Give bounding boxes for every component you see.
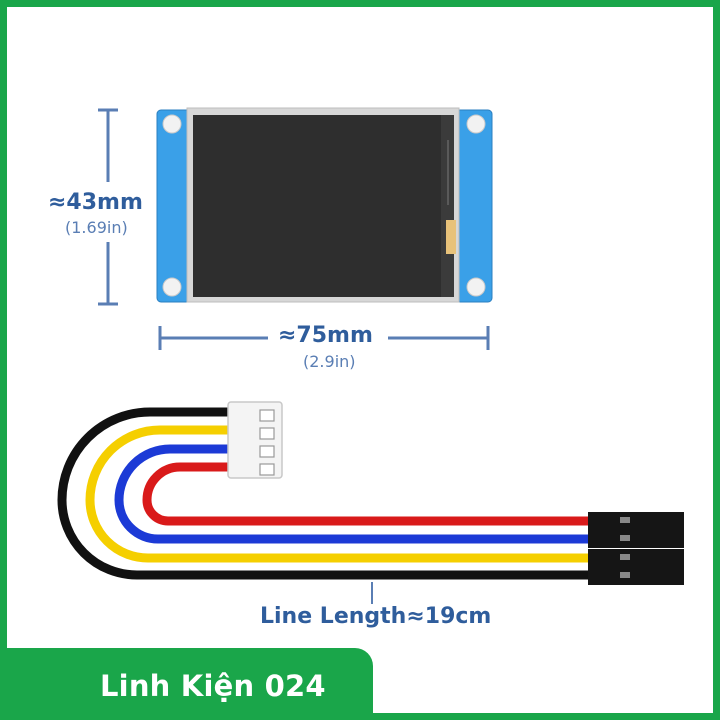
brand-banner xyxy=(7,648,373,713)
brand-name: Linh Kiện 024 xyxy=(100,669,326,703)
cable-wires xyxy=(57,407,620,580)
height-dimension-line xyxy=(98,108,118,306)
height-sub-label: (1.69in) xyxy=(65,218,128,237)
jst-connector xyxy=(227,401,283,479)
dupont-headers xyxy=(588,512,684,585)
width-label: ≈75mm xyxy=(278,323,373,348)
width-dimension-line xyxy=(158,326,490,350)
width-sub-label: (2.9in) xyxy=(303,352,356,371)
display-module xyxy=(156,107,493,303)
cable-length-label: Line Length≈19cm xyxy=(260,604,492,629)
height-label: ≈43mm xyxy=(48,190,143,215)
